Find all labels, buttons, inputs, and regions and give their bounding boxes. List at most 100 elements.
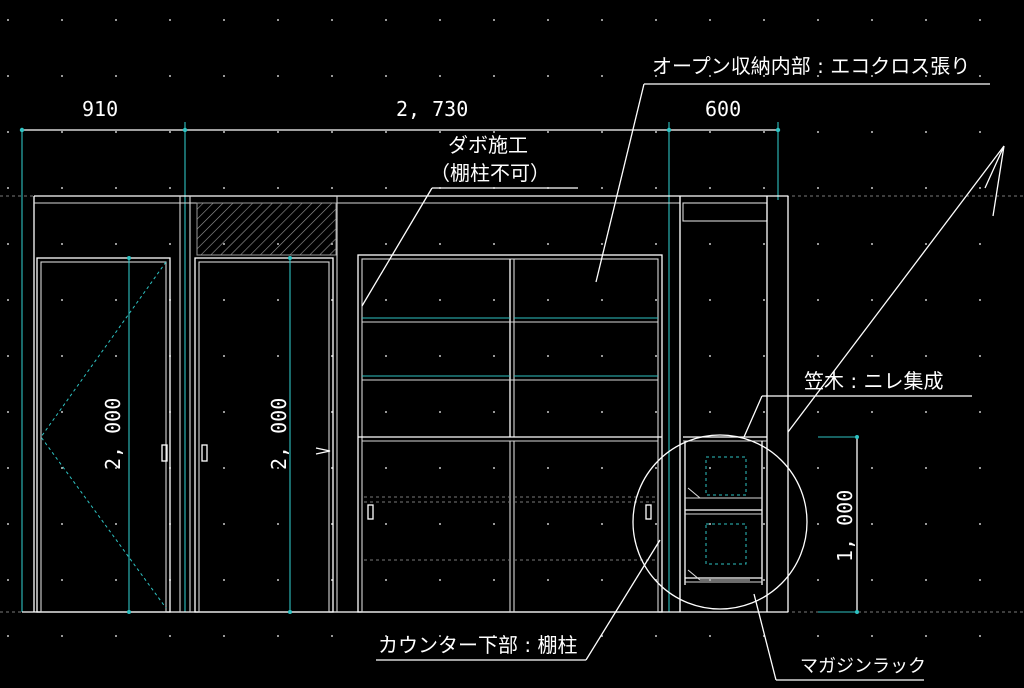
- grid-dot: [385, 131, 387, 133]
- grid-dot: [763, 579, 765, 581]
- grid-dot: [223, 187, 225, 189]
- grid-dot: [61, 411, 63, 413]
- grid-dot: [871, 579, 873, 581]
- grid-dot: [925, 131, 927, 133]
- grid-dot: [61, 467, 63, 469]
- grid-dot: [277, 411, 279, 413]
- grid-dot: [223, 411, 225, 413]
- grid-dot: [331, 635, 333, 637]
- grid-dot: [979, 19, 981, 21]
- grid-dot: [925, 299, 927, 301]
- grid-dot: [817, 523, 819, 525]
- grid-dot: [655, 411, 657, 413]
- grid-dot: [223, 355, 225, 357]
- grid-dot: [277, 355, 279, 357]
- grid-dot: [61, 355, 63, 357]
- grid-dot: [493, 19, 495, 21]
- grid-dot: [979, 75, 981, 77]
- grid-dot: [439, 467, 441, 469]
- grid-dot: [223, 131, 225, 133]
- grid-dot: [547, 299, 549, 301]
- grid-dot: [169, 75, 171, 77]
- middle-door: [194, 256, 334, 614]
- grid-dot: [655, 131, 657, 133]
- grid-dot: [277, 131, 279, 133]
- grid-dot: [223, 299, 225, 301]
- grid-dot: [763, 75, 765, 77]
- grid-dot: [61, 523, 63, 525]
- top-dimension-line: [19, 122, 781, 612]
- grid-dot: [817, 635, 819, 637]
- grid-dot: [925, 75, 927, 77]
- grid-dot: [7, 579, 9, 581]
- grid-dot: [979, 523, 981, 525]
- grid-dot: [439, 243, 441, 245]
- grid-dot: [385, 299, 387, 301]
- grid-dot: [439, 355, 441, 357]
- grid-dot: [925, 579, 927, 581]
- grid-dot: [547, 411, 549, 413]
- label-counter-bottom: カウンター下部 : 棚柱: [378, 633, 577, 657]
- grid-dot: [655, 523, 657, 525]
- grid-dot: [331, 75, 333, 77]
- grid-dot: [61, 635, 63, 637]
- grid-dot: [115, 299, 117, 301]
- grid-dot: [547, 131, 549, 133]
- grid-dot: [277, 579, 279, 581]
- grid-dot: [979, 635, 981, 637]
- dim-width-right: 600: [705, 97, 741, 121]
- grid-dot: [223, 523, 225, 525]
- grid-dot: [385, 411, 387, 413]
- grid-dot: [979, 131, 981, 133]
- grid-dot: [871, 635, 873, 637]
- grid-dot: [223, 467, 225, 469]
- grid-dot: [817, 75, 819, 77]
- grid-dot: [7, 187, 9, 189]
- grid-dot: [115, 131, 117, 133]
- grid-dot: [115, 635, 117, 637]
- grid-dot: [655, 467, 657, 469]
- grid-dot: [385, 75, 387, 77]
- right-unit: [679, 196, 768, 612]
- grid-dot: [277, 523, 279, 525]
- grid-dot: [925, 355, 927, 357]
- grid-dot: [331, 187, 333, 189]
- leader-counter: [376, 539, 661, 661]
- grid-dot: [817, 579, 819, 581]
- grid-dot: [871, 243, 873, 245]
- grid-dot: [493, 243, 495, 245]
- grid-dot: [817, 411, 819, 413]
- grid-dot: [277, 19, 279, 21]
- grid-dot: [439, 635, 441, 637]
- detail-circle: [632, 434, 808, 610]
- grid-dot: [871, 299, 873, 301]
- grid-dot: [817, 187, 819, 189]
- grid-dot: [7, 355, 9, 357]
- grid-dot: [493, 131, 495, 133]
- grid-dot: [871, 467, 873, 469]
- label-open-storage: オープン収納内部 : エコクロス張り: [652, 54, 970, 78]
- grid-dot: [115, 579, 117, 581]
- grid-dot: [61, 131, 63, 133]
- grid-dot: [7, 75, 9, 77]
- grid-dot: [763, 523, 765, 525]
- grid-dot: [277, 467, 279, 469]
- grid-dot: [925, 635, 927, 637]
- grid-dot: [169, 243, 171, 245]
- grid-dot: [547, 523, 549, 525]
- grid-dot: [493, 75, 495, 77]
- dim-width-center: 2, 730: [396, 97, 468, 121]
- grid-dot: [655, 299, 657, 301]
- grid-dot: [331, 19, 333, 21]
- grid-dot: [547, 243, 549, 245]
- grid-dot: [925, 467, 927, 469]
- grid-dot: [547, 75, 549, 77]
- grid-dot: [385, 187, 387, 189]
- dim-height-door-mid: 2, 000: [267, 398, 291, 470]
- grid-dot: [979, 467, 981, 469]
- grid-dot: [709, 243, 711, 245]
- grid-dot: [655, 75, 657, 77]
- grid-dot: [277, 635, 279, 637]
- left-door: [36, 256, 171, 614]
- grid-dot: [817, 131, 819, 133]
